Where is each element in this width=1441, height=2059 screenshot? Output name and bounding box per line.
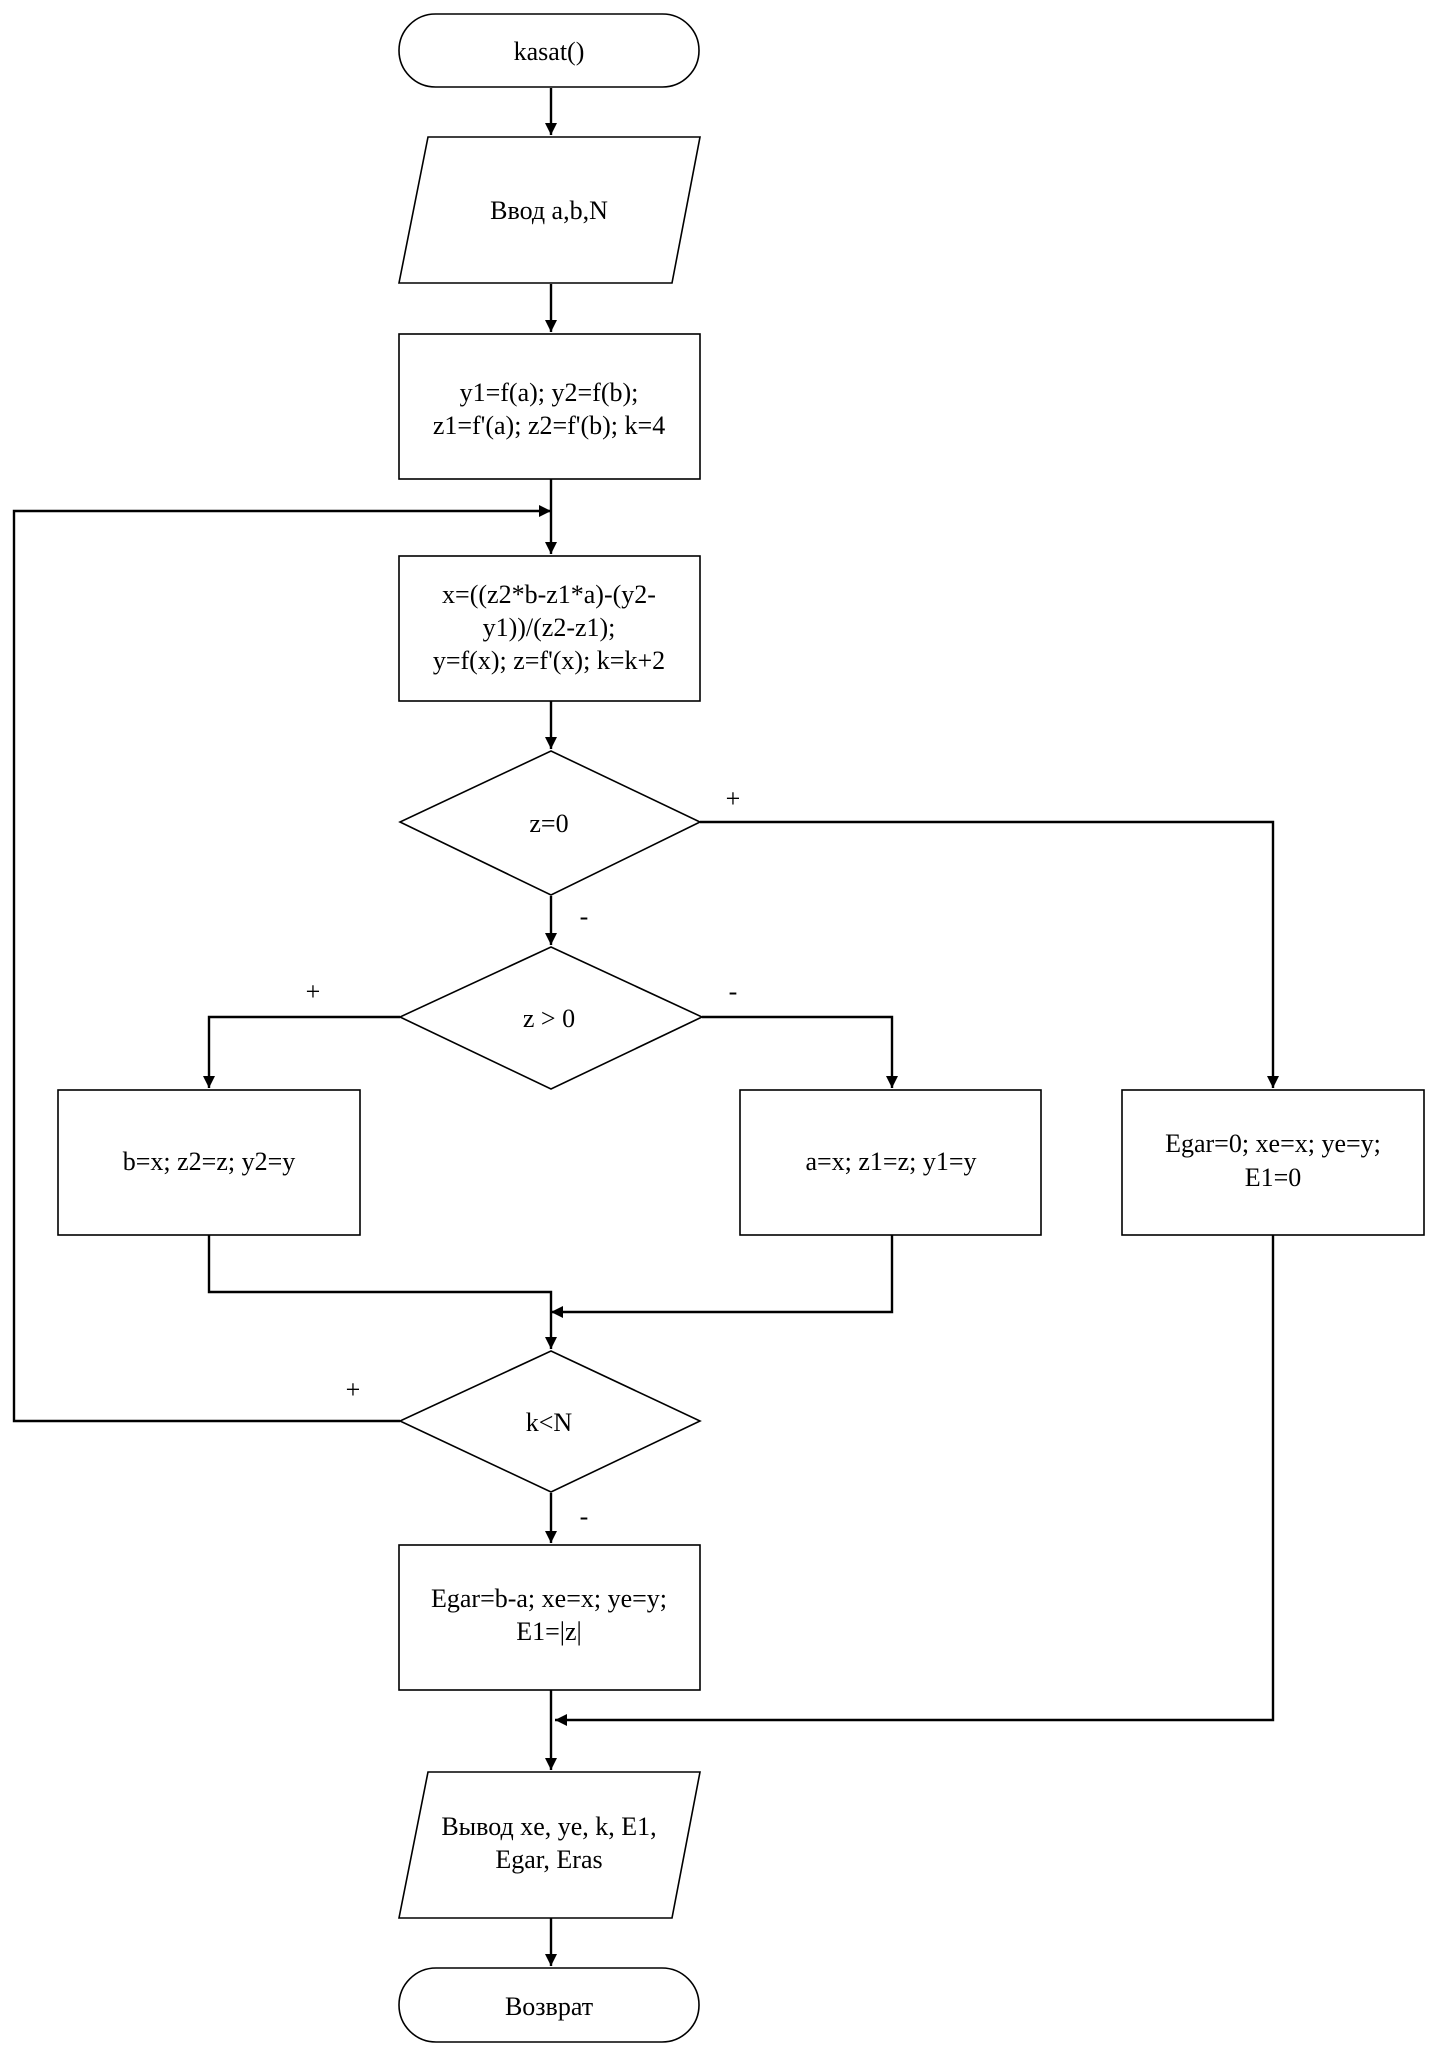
- edge-zpos-no-to-assign-a: [702, 1015, 898, 1088]
- calc-label-line-3: y=f(x); z=f'(x); k=k+2: [433, 646, 665, 675]
- finish-label-line-1: Egar=b-a; xe=x; ye=y;: [431, 1584, 667, 1613]
- terminator-start-shape: [398, 13, 700, 88]
- terminator-end-shape: [398, 1967, 700, 2043]
- edge-labels: + - + - + -: [306, 784, 741, 1531]
- decision-z0-label: z=0: [529, 809, 568, 838]
- input-parallelogram-shape: [398, 136, 701, 284]
- finish-process-shape: [398, 1544, 701, 1691]
- end-label: Возврат: [505, 1992, 593, 2021]
- output-label-line-2: Egar, Eras: [495, 1845, 602, 1874]
- edge-zpos-yes-to-assign-b: [203, 1015, 400, 1088]
- z0-yes-label: +: [726, 784, 741, 813]
- decision-kn-shape: [398, 1350, 702, 1493]
- exact-process-shape: [1121, 1089, 1425, 1236]
- edge-z0-yes-to-exact: [700, 820, 1279, 1088]
- kn-yes-label: +: [346, 1375, 361, 1404]
- edge-assign-a-to-merge: [551, 1235, 894, 1318]
- edge-assign-b-to-merge: [207, 1235, 557, 1349]
- output-label-line-1: Вывод xe, ye, k, E1,: [441, 1812, 656, 1841]
- zpos-no-label: -: [729, 977, 738, 1006]
- init-label-line-1: y1=f(a); y2=f(b);: [460, 378, 639, 407]
- kn-no-label: -: [580, 1502, 589, 1531]
- node-labels: kasat() Ввод a,b,N y1=f(a); y2=f(b); z1=…: [123, 37, 1381, 2021]
- calc-process-shape: [398, 555, 701, 702]
- finish-label-line-2: E1=|z|: [516, 1617, 582, 1646]
- init-label-line-2: z1=f'(a); z2=f'(b); k=4: [433, 411, 665, 440]
- start-label: kasat(): [514, 37, 585, 66]
- calc-label-line-2: y1))/(z2-z1);: [483, 613, 616, 642]
- exact-label-line-1: Egar=0; xe=x; ye=y;: [1165, 1129, 1381, 1158]
- connectors: [12, 88, 1279, 1966]
- init-process-shape: [398, 333, 701, 480]
- shapes: [57, 13, 1425, 2043]
- assign-b-process-shape: [57, 1089, 361, 1236]
- edge-exact-to-output-merge: [555, 1235, 1275, 1726]
- z0-no-label: -: [580, 902, 589, 931]
- decision-z0-shape: [398, 750, 702, 896]
- assign-a-process-shape: [739, 1089, 1042, 1236]
- assign-a-label: a=x; z1=z; y1=y: [805, 1147, 976, 1176]
- input-label: Ввод a,b,N: [490, 196, 608, 225]
- exact-label-line-2: E1=0: [1245, 1163, 1302, 1192]
- calc-label-line-1: x=((z2*b-z1*a)-(y2-: [442, 580, 656, 609]
- zpos-yes-label: +: [306, 977, 321, 1006]
- output-parallelogram-shape: [398, 1771, 701, 1919]
- decision-zpos-label: z > 0: [523, 1004, 575, 1033]
- edge-kn-yes-loop: [12, 505, 551, 1423]
- decision-zpos-shape: [398, 946, 704, 1090]
- decision-kn-label: k<N: [526, 1408, 573, 1437]
- assign-b-label: b=x; z2=z; y2=y: [123, 1147, 296, 1176]
